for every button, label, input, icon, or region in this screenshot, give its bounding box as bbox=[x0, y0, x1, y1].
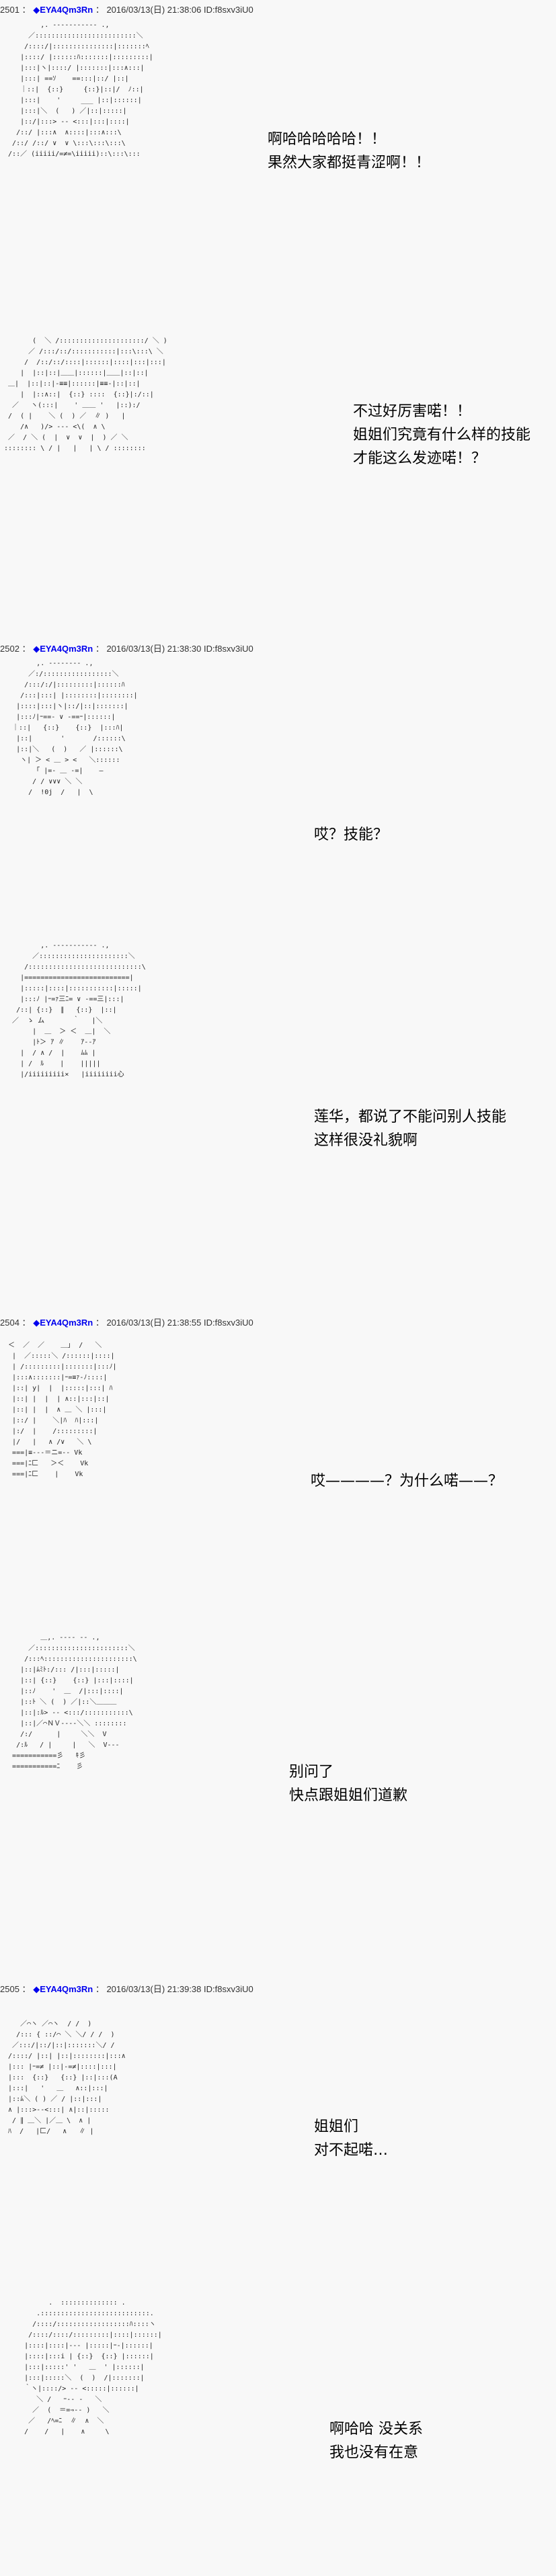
post-number: 2504 bbox=[0, 1318, 19, 1328]
trip-diamond-icon: ◆ bbox=[33, 1984, 40, 1994]
ascii-art: ( ＼ /:::::::::::::::::::::/ ＼ ) ／ /:::/:… bbox=[4, 337, 167, 452]
separator: ： bbox=[22, 644, 31, 654]
separator: ： bbox=[95, 1318, 104, 1328]
dialogue-line: 我也没有在意 bbox=[329, 2444, 419, 2461]
dialogue: 啊哈哈 没关系 我也没有在意 bbox=[329, 2417, 423, 2464]
post-author[interactable]: EYA4Qm3Rn bbox=[40, 1984, 93, 1994]
dialogue-line: 哎？技能？ bbox=[314, 826, 389, 843]
post-id: ID:f8sxv3iU0 bbox=[204, 1984, 253, 1994]
ascii-art: ,. ----------- ., ／:::::::::::::::::::::… bbox=[12, 942, 146, 1078]
separator: ： bbox=[95, 644, 104, 654]
post-datetime: 2016/03/13(日) 21:38:06 bbox=[106, 5, 202, 15]
trip-diamond-icon: ◆ bbox=[33, 5, 40, 15]
dialogue-line: 果然大家都挺青涩啊！！ bbox=[268, 155, 431, 171]
separator: ： bbox=[95, 5, 104, 15]
dialogue-line: 啊哈哈哈哈哈！！ bbox=[268, 131, 387, 148]
post-datetime: 2016/03/13(日) 21:39:38 bbox=[106, 1984, 202, 1994]
dialogue-line: 姐姐们 bbox=[314, 2118, 359, 2135]
post-id: ID:f8sxv3iU0 bbox=[204, 5, 253, 15]
dialogue-line: 不过好厉害喏！！ bbox=[353, 403, 472, 420]
dialogue: 莲华，都说了不能问别人技能 这样很没礼貌啊 bbox=[314, 1105, 506, 1152]
trip-diamond-icon: ◆ bbox=[33, 644, 40, 654]
dialogue-line: 姐姐们究竟有什么样的技能 bbox=[353, 427, 531, 443]
ascii-art: ＜ ／ ／ ＿｣ / ＼ | ／:::::＼ /::::::|::::| | /… bbox=[8, 1342, 117, 1478]
post-id: ID:f8sxv3iU0 bbox=[204, 644, 253, 654]
post-header: 2501 ： ◆EYA4Qm3Rn ： 2016/03/13(日) 21:38:… bbox=[0, 3, 253, 15]
separator: ： bbox=[22, 5, 31, 15]
post-header: 2505 ： ◆EYA4Qm3Rn ： 2016/03/13(日) 21:39:… bbox=[0, 1982, 253, 1995]
dialogue-line: 快点跟姐姐们道歉 bbox=[289, 1787, 408, 1804]
post-id: ID:f8sxv3iU0 bbox=[204, 1318, 253, 1328]
post-author[interactable]: EYA4Qm3Rn bbox=[40, 1318, 93, 1328]
dialogue-line: 这样很没礼貌啊 bbox=[314, 1132, 418, 1149]
separator: ： bbox=[22, 1984, 31, 1994]
post-number: 2505 bbox=[0, 1984, 19, 1994]
dialogue-line: 哎————？为什么喏——？ bbox=[311, 1473, 504, 1490]
post-header: 2502 ： ◆EYA4Qm3Rn ： 2016/03/13(日) 21:38:… bbox=[0, 642, 253, 654]
ascii-art: . :::::::::::::: . .::::::::::::::::::::… bbox=[24, 2299, 162, 2436]
dialogue-line: 才能这么发迹喏！？ bbox=[353, 450, 487, 467]
dialogue-line: 莲华，都说了不能问别人技能 bbox=[314, 1109, 507, 1125]
post-datetime: 2016/03/13(日) 21:38:55 bbox=[106, 1318, 202, 1328]
dialogue: 啊哈哈哈哈哈！！ 果然大家都挺青涩啊！！ bbox=[268, 128, 430, 175]
post-author[interactable]: EYA4Qm3Rn bbox=[40, 644, 93, 654]
post-number: 2502 bbox=[0, 644, 19, 654]
dialogue: 别问了 快点跟姐姐们道歉 bbox=[289, 1760, 407, 1807]
dialogue-line: 别问了 bbox=[289, 1764, 334, 1780]
post-header: 2504 ： ◆EYA4Qm3Rn ： 2016/03/13(日) 21:38:… bbox=[0, 1316, 253, 1328]
post-number: 2501 bbox=[0, 5, 19, 15]
dialogue: 姐姐们 对不起喏… bbox=[314, 2115, 388, 2162]
separator: ： bbox=[95, 1984, 104, 1994]
ascii-art: ,. ----------- ., ／:::::::::::::::::::::… bbox=[8, 22, 153, 158]
post-author[interactable]: EYA4Qm3Rn bbox=[40, 5, 93, 15]
dialogue: 哎？技能？ bbox=[314, 823, 388, 847]
dialogue-line: 啊哈哈 没关系 bbox=[329, 2421, 423, 2438]
ascii-art: ／⌒ヽ ／⌒ヽ / / ) /::: { ::/⌒ ＼ ＼/ / / ) ／::… bbox=[8, 2020, 126, 2135]
dialogue: 哎————？为什么喏——？ bbox=[311, 1469, 503, 1493]
dialogue-line: 对不起喏… bbox=[314, 2142, 389, 2159]
trip-diamond-icon: ◆ bbox=[33, 1318, 40, 1328]
separator: ： bbox=[22, 1318, 31, 1328]
post-datetime: 2016/03/13(日) 21:38:30 bbox=[106, 644, 202, 654]
ascii-art: ,. -‐‐‐‐‐‐- ., ／:/:::::::::::::::::＼ /::… bbox=[12, 660, 138, 796]
ascii-art: ＿,. -‐‐‐ ‐- ., ／:::::::::::::::::::::::＼… bbox=[12, 1634, 137, 1770]
dialogue: 不过好厉害喏！！ 姐姐们究竟有什么样的技能 才能这么发迹喏！？ bbox=[353, 400, 530, 470]
